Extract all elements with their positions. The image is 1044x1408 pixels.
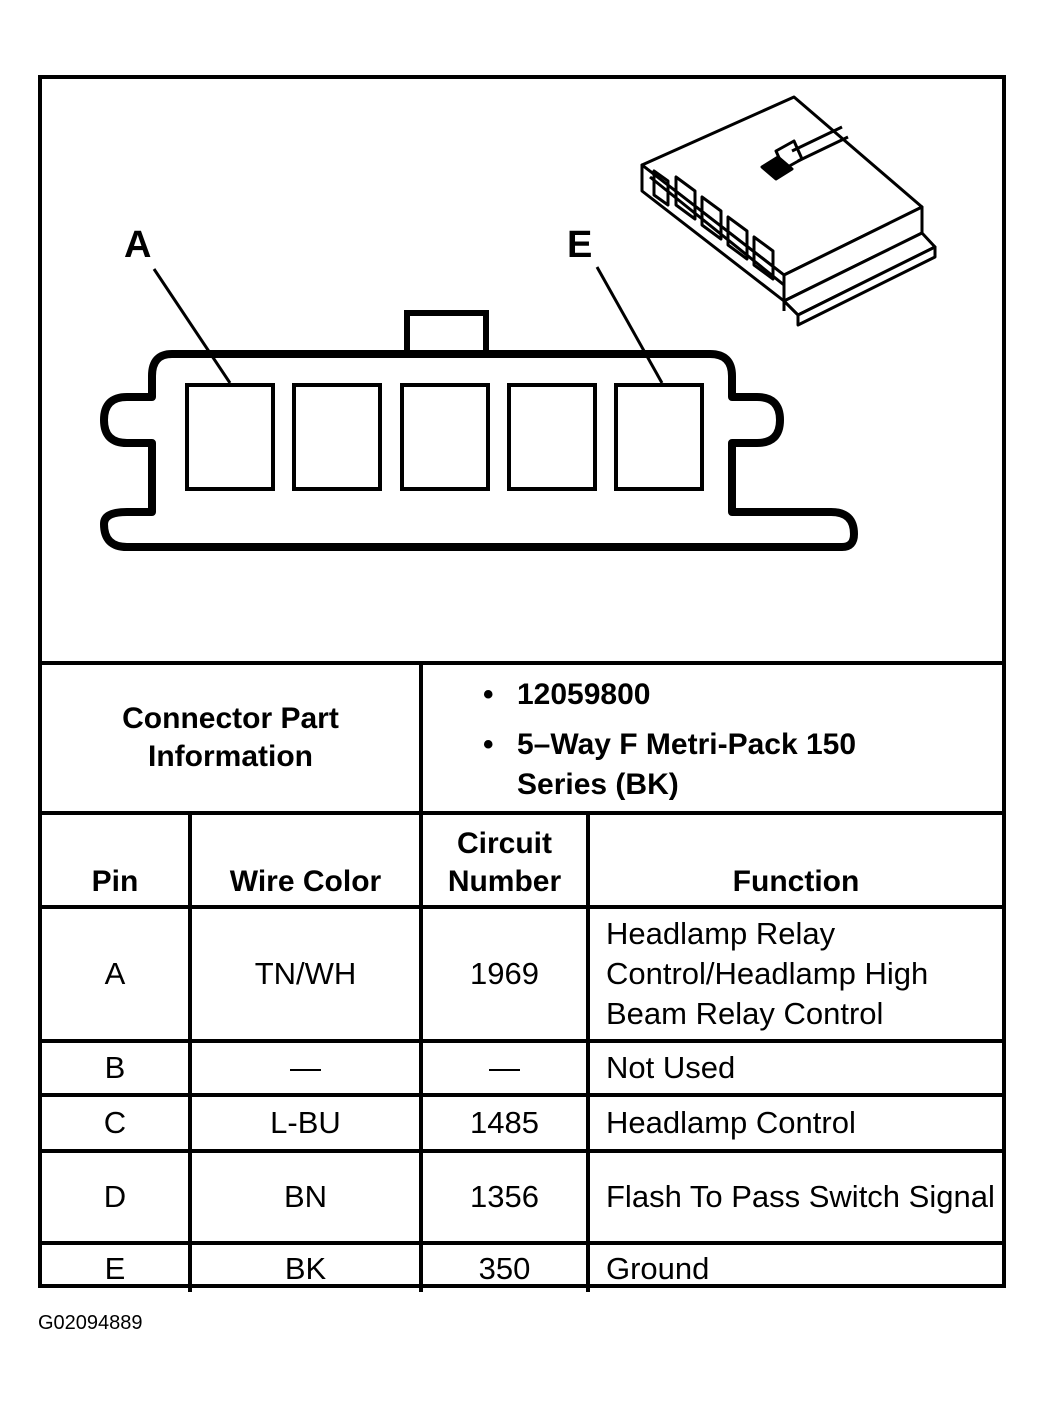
cell-pin: E (42, 1241, 192, 1292)
cavity-b (292, 383, 382, 491)
callout-e: E (567, 224, 592, 266)
connector-part-list: • 12059800 • 5–Way F Metri-Pack 150 Seri… (483, 675, 1002, 805)
cell-function: Headlamp Control (586, 1093, 1002, 1153)
bullet: • (483, 728, 494, 761)
cell-circuit-number: 350 (419, 1241, 590, 1292)
callout-a: A (124, 224, 151, 266)
header-wire-color: Wire Color (188, 811, 423, 909)
connector-part-label: Connector Part Information (122, 702, 339, 773)
table-header-row: Pin Wire Color Circuit Number Function (42, 811, 1002, 909)
connector-part-item: • 12059800 (483, 675, 1002, 715)
cell-function: Flash To Pass Switch Signal (586, 1149, 1002, 1245)
bullet: • (483, 678, 494, 711)
diagram-frame: A E (38, 75, 1006, 1292)
cell-circuit-number: — (419, 1039, 590, 1097)
header-circuit-number: Circuit Number (447, 827, 562, 898)
table-row: A TN/WH 1969 Headlamp Relay Control/Head… (42, 905, 1002, 1043)
cell-function: Ground (586, 1241, 1002, 1292)
table-row: C L-BU 1485 Headlamp Control (42, 1093, 1002, 1153)
connector-outline (100, 350, 858, 551)
cavity-e (614, 383, 704, 491)
connector-part-row: Connector Part Information • 12059800 • … (42, 661, 1002, 815)
cell-pin: D (42, 1149, 192, 1245)
cell-pin: A (42, 905, 192, 1043)
cell-circuit-number: 1356 (419, 1149, 590, 1245)
table-row: E BK 350 Ground (42, 1241, 1002, 1292)
connector-isometric-illustration (640, 95, 937, 327)
connector-part-description: 5–Way F Metri-Pack 150 Series (BK) (517, 728, 857, 801)
table-row: B — — Not Used (42, 1039, 1002, 1097)
cell-circuit-number: 1485 (419, 1093, 590, 1153)
figure-id: G02094889 (38, 1312, 143, 1334)
connector-drawing: A E (42, 79, 1002, 661)
connector-part-item: • 5–Way F Metri-Pack 150 Series (BK) (483, 725, 1002, 805)
cell-wire-color: — (188, 1039, 423, 1097)
cavity-d (507, 383, 597, 491)
cell-circuit-number: 1969 (419, 905, 590, 1043)
connector-part-label-cell: Connector Part Information (42, 661, 423, 815)
leader-line-e (595, 266, 664, 384)
cell-function: Headlamp Relay Control/Headlamp High Bea… (586, 905, 1002, 1043)
cell-wire-color: TN/WH (188, 905, 423, 1043)
header-pin: Pin (42, 811, 192, 909)
cell-wire-color: L-BU (188, 1093, 423, 1153)
cell-wire-color: BN (188, 1149, 423, 1245)
cell-function: Not Used (586, 1039, 1002, 1097)
connector-latch (404, 310, 489, 354)
connector-part-values-cell: • 12059800 • 5–Way F Metri-Pack 150 Seri… (419, 661, 1002, 815)
connector-info-table: Connector Part Information • 12059800 • … (42, 661, 1002, 1292)
table-row: D BN 1356 Flash To Pass Switch Signal (42, 1149, 1002, 1245)
cell-pin: C (42, 1093, 192, 1153)
cavity-c (400, 383, 490, 491)
header-circuit-number-cell: Circuit Number (419, 811, 590, 909)
header-function: Function (586, 811, 1002, 909)
connector-face-svg: A E (100, 95, 937, 551)
cell-pin: B (42, 1039, 192, 1097)
cell-wire-color: BK (188, 1241, 423, 1292)
cavity-a (185, 383, 275, 491)
connector-part-number: 12059800 (517, 678, 651, 711)
leader-line-a (152, 268, 232, 384)
